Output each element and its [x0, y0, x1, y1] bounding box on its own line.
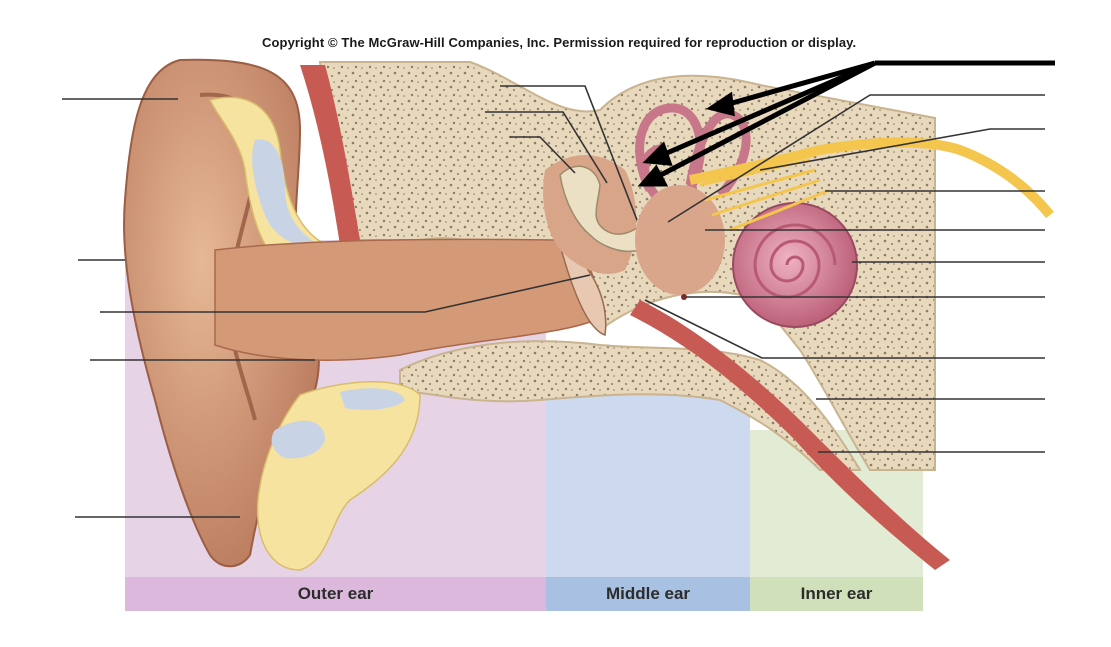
- leader-lines-left: [62, 98, 591, 518]
- round-window: [681, 294, 687, 300]
- middle-ear-label: Middle ear: [546, 577, 750, 611]
- cartilage-lower: [271, 420, 325, 459]
- leader-lines-right: [644, 94, 1045, 453]
- outer-ear-label: Outer ear: [125, 577, 546, 611]
- inner-ear-label: Inner ear: [750, 577, 923, 611]
- muscle-strip: [300, 65, 360, 245]
- copyright-notice: Copyright © The McGraw-Hill Companies, I…: [262, 35, 857, 50]
- semicircular-canal-arrows: [637, 60, 1055, 187]
- auditory-tube: [630, 300, 950, 570]
- cartilage-lower-2: [340, 388, 405, 410]
- nerve-branches: [699, 158, 831, 232]
- vestibule: [635, 185, 725, 295]
- cartilage-upper: [252, 139, 320, 247]
- leader-lines-top: [485, 85, 638, 221]
